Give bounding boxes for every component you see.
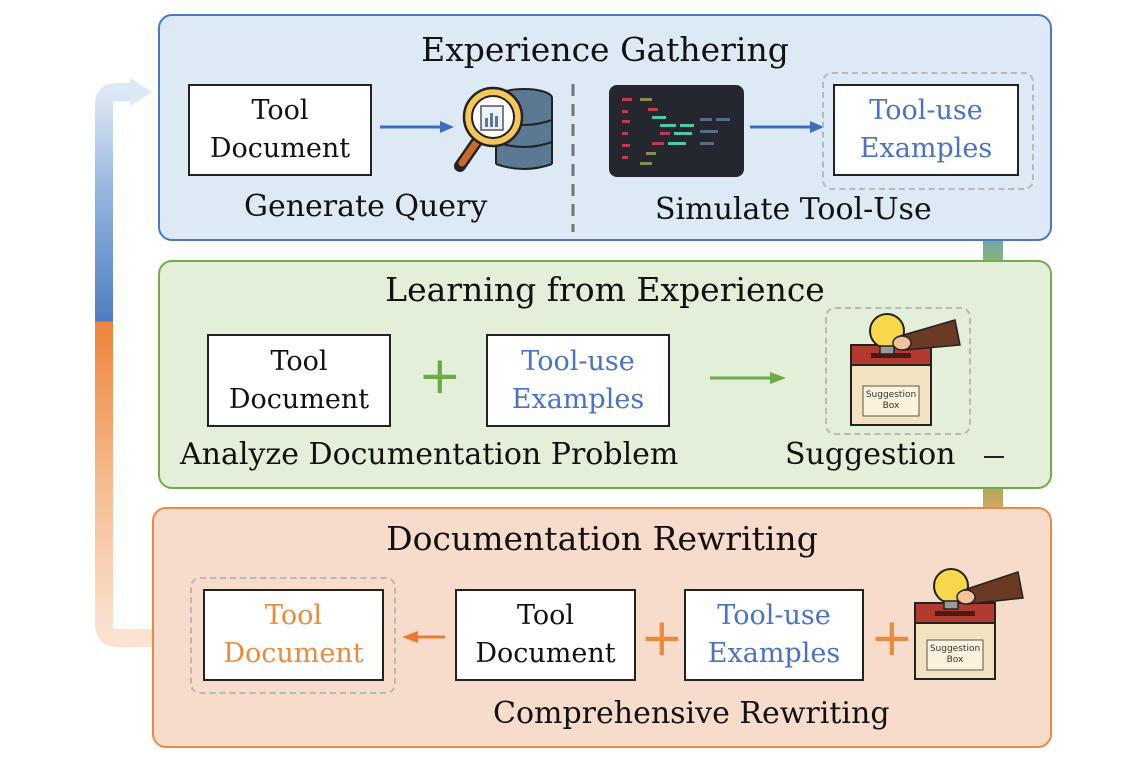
plus-sign: +: [870, 608, 914, 668]
output-dashed-frame: [190, 577, 396, 694]
magnifier-database-icon: [454, 86, 553, 172]
tool-use-examples-box: Tool-use Examples: [684, 589, 864, 681]
lightbulb-suggestion-box-icon: [850, 313, 961, 426]
loop-arrowhead: [130, 78, 152, 106]
examples-dashed-frame: [822, 72, 1034, 190]
suggestion-dashed-frame: [825, 307, 971, 435]
panel-title: Experience Gathering: [421, 30, 789, 69]
loop-arrow: [95, 83, 152, 647]
arrow-to-examples: [810, 121, 824, 133]
lightbulb-suggestion-box-icon: [914, 568, 1024, 680]
panel-title: Learning from Experience: [385, 270, 825, 309]
arrow-to-suggestion: [770, 372, 786, 384]
code-editor-icon: [609, 85, 744, 177]
plus-sign: +: [640, 608, 684, 668]
arrow-to-query: [440, 121, 454, 133]
plus-sign: +: [418, 346, 462, 406]
generate-query-caption: Generate Query: [244, 189, 488, 224]
panel-title: Documentation Rewriting: [386, 519, 818, 558]
tool-document-box: Tool Document: [207, 334, 391, 427]
tool-use-examples-box: Tool-use Examples: [486, 334, 670, 427]
tool-document-box: Tool Document: [188, 84, 372, 176]
analyze-problem-caption: Analyze Documentation Problem: [180, 437, 679, 472]
suggestion-caption: Suggestion: [785, 437, 956, 472]
tool-document-box: Tool Document: [455, 589, 636, 681]
tool-use-examples-box: Tool-use Examples: [833, 84, 1019, 176]
rewritten-tool-document-box: Tool Document: [203, 589, 384, 681]
simulate-tool-use-caption: Simulate Tool-Use: [655, 192, 932, 227]
suggestion-box-label: Suggestion Box: [865, 390, 917, 411]
comprehensive-rewriting-caption: Comprehensive Rewriting: [493, 696, 890, 731]
suggestion-box-label: Suggestion Box: [929, 644, 981, 665]
arrow-to-output: [402, 631, 418, 643]
